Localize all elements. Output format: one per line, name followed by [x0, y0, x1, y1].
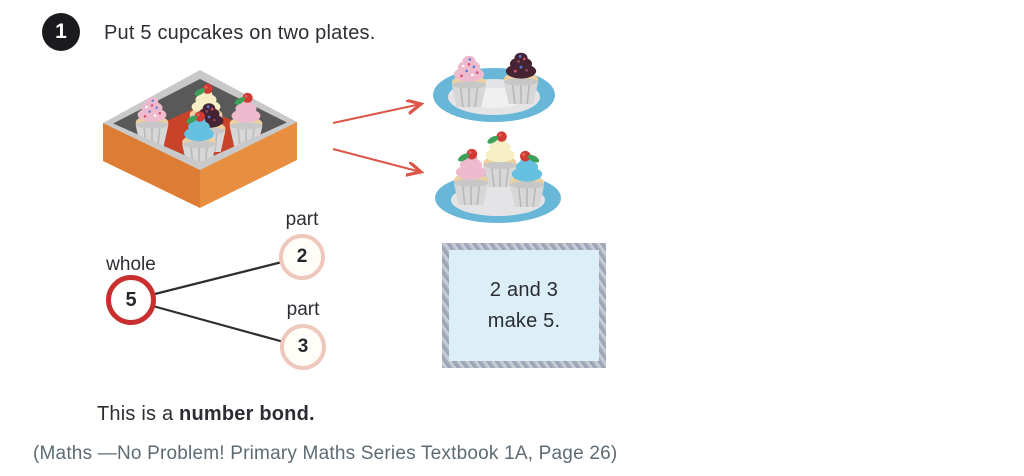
- statement-prefix: This is a: [97, 403, 180, 425]
- exercise-instruction: Put 5 cupcakes on two plates.: [104, 22, 376, 44]
- callout-line1: 2 and 3: [489, 278, 559, 301]
- arrow-icons: [332, 104, 421, 172]
- cupcake-pink-cherry-icon: [452, 148, 490, 206]
- part-bottom-label: part: [286, 299, 320, 320]
- callout-text: 2 and 3 make 5.: [449, 250, 599, 361]
- arrow-top-icon: [332, 104, 421, 124]
- whole-circle: 5: [106, 275, 156, 325]
- exercise-number-badge: 1: [42, 13, 80, 51]
- cupcake-chocolate-icon: [502, 52, 540, 105]
- statement-term: number bond.: [179, 403, 315, 425]
- source-caption: (Maths —No Problem! Primary Maths Series…: [33, 443, 618, 464]
- part-top-circle: 2: [279, 234, 325, 280]
- cupcake-blue-cherry-icon: [508, 150, 546, 208]
- number-bond-lines: [130, 255, 303, 349]
- callout-line2: make 5.: [487, 309, 561, 332]
- plate-three-cupcakes-icon: [435, 131, 561, 223]
- part-bottom-circle: 3: [280, 324, 326, 370]
- number-bond-statement: This is a number bond.: [97, 403, 315, 426]
- cupcake-cream-cherry-icon: [482, 131, 518, 188]
- callout-box: 2 and 3 make 5.: [442, 243, 606, 368]
- whole-label: whole: [106, 254, 156, 275]
- part-top-label: part: [285, 209, 319, 230]
- arrow-bottom-icon: [332, 148, 421, 172]
- cupcake-box-icon: [103, 70, 297, 208]
- cupcake-pink-sprinkles-icon: [450, 55, 488, 108]
- plate-two-cupcakes-icon: [433, 52, 555, 122]
